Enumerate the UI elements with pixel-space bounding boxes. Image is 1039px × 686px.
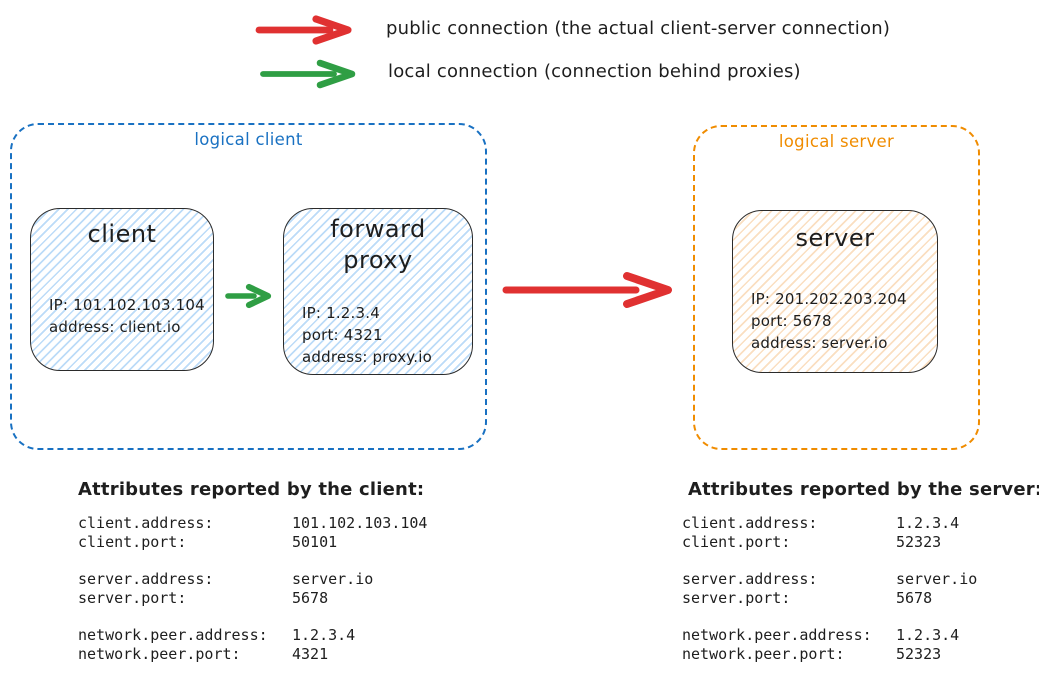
logical-server-group: logical server [693, 125, 980, 450]
client-attributes-heading: Attributes reported by the client: [78, 479, 425, 500]
attr-value: server.io [896, 570, 978, 588]
local-connection-arrow [225, 283, 272, 309]
server-ip: IP: 201.202.203.204 [751, 290, 907, 308]
attr-key: server.port: [78, 589, 187, 607]
attr-row: network.peer.port: 4321 [78, 645, 427, 664]
server-node-details: IP: 201.202.203.204 port: 5678 address: … [751, 288, 929, 354]
logical-client-group: logical client [10, 123, 487, 450]
attr-group-server: server.address: server.io server.port: 567… [78, 570, 427, 608]
public-connection-legend-label: public connection (the actual client-ser… [386, 18, 891, 39]
attr-value: server.io [292, 570, 374, 588]
attr-group-client: client.address: 101.102.103.104 client.po… [78, 514, 427, 552]
attr-value: 101.102.103.104 [292, 514, 428, 532]
attr-row: client.address: 1.2.3.4 [682, 514, 1039, 533]
client-address: address: client.io [49, 318, 181, 336]
attr-key: client.address: [78, 514, 214, 532]
client-ip: IP: 101.102.103.104 [49, 296, 205, 314]
attr-row: server.port: 5678 [78, 589, 427, 608]
client-attributes-block: Attributes reported by the client: clien… [78, 479, 427, 664]
attr-row: server.address: server.io [682, 570, 1039, 589]
attr-key: server.address: [682, 570, 818, 588]
attr-key: network.peer.port: [682, 645, 845, 663]
attr-row: server.port: 5678 [682, 589, 1039, 608]
server-node-title: server [795, 224, 875, 252]
attr-key: client.port: [682, 533, 791, 551]
public-connection-arrow [502, 272, 672, 308]
server-port: port: 5678 [751, 312, 832, 330]
forward-proxy-node-details: IP: 1.2.3.4 port: 4321 address: proxy.io [302, 302, 464, 368]
attr-value: 5678 [896, 589, 933, 607]
server-attributes-heading: Attributes reported by the server: [688, 479, 1039, 500]
logical-client-label: logical client [194, 130, 303, 149]
proxy-address: address: proxy.io [302, 348, 432, 366]
proxy-port: port: 4321 [302, 326, 383, 344]
attr-value: 52323 [896, 645, 942, 663]
server-node: server IP: 201.202.203.204 port: 5678 ad… [732, 210, 938, 373]
attr-key: server.port: [682, 589, 791, 607]
attr-group-network-peer: network.peer.address: 1.2.3.4 network.pee… [682, 626, 1039, 664]
server-address: address: server.io [751, 334, 888, 352]
attr-value: 50101 [292, 533, 338, 551]
attr-value: 4321 [292, 645, 329, 663]
attr-value: 1.2.3.4 [292, 626, 356, 644]
attr-group-client: client.address: 1.2.3.4 client.port: 52323 [682, 514, 1039, 552]
attr-key: server.address: [78, 570, 214, 588]
attr-row: network.peer.address: 1.2.3.4 [78, 626, 427, 645]
attr-group-server: server.address: server.io server.port: 567… [682, 570, 1039, 608]
attr-value: 1.2.3.4 [896, 626, 960, 644]
attr-key: network.peer.address: [682, 626, 872, 644]
server-attributes-block: Attributes reported by the server: clien… [682, 479, 1039, 664]
attr-row: network.peer.address: 1.2.3.4 [682, 626, 1039, 645]
client-node-title: client [87, 220, 157, 248]
attr-row: client.port: 52323 [682, 533, 1039, 552]
attr-key: client.port: [78, 533, 187, 551]
local-connection-legend-label: local connection (connection behind prox… [388, 61, 801, 82]
attr-row: network.peer.port: 52323 [682, 645, 1039, 664]
attr-key: client.address: [682, 514, 818, 532]
attr-value: 1.2.3.4 [896, 514, 960, 532]
client-node: client IP: 101.102.103.104 address: clie… [30, 208, 214, 371]
attr-row: client.port: 50101 [78, 533, 427, 552]
attr-key: network.peer.address: [78, 626, 268, 644]
forward-proxy-node-title: forward proxy [330, 215, 426, 274]
forward-proxy-node: forward proxy IP: 1.2.3.4 port: 4321 add… [283, 208, 473, 375]
attr-value: 52323 [896, 533, 942, 551]
attr-key: network.peer.port: [78, 645, 241, 663]
attr-value: 5678 [292, 589, 329, 607]
attr-group-network-peer: network.peer.address: 1.2.3.4 network.pee… [78, 626, 427, 664]
local-connection-arrow-icon [260, 59, 356, 89]
proxy-ip: IP: 1.2.3.4 [302, 304, 380, 322]
attr-row: client.address: 101.102.103.104 [78, 514, 427, 533]
public-connection-arrow-icon [255, 15, 352, 45]
attr-row: server.address: server.io [78, 570, 427, 589]
logical-server-label: logical server [778, 132, 895, 151]
client-node-details: IP: 101.102.103.104 address: client.io [49, 294, 205, 338]
